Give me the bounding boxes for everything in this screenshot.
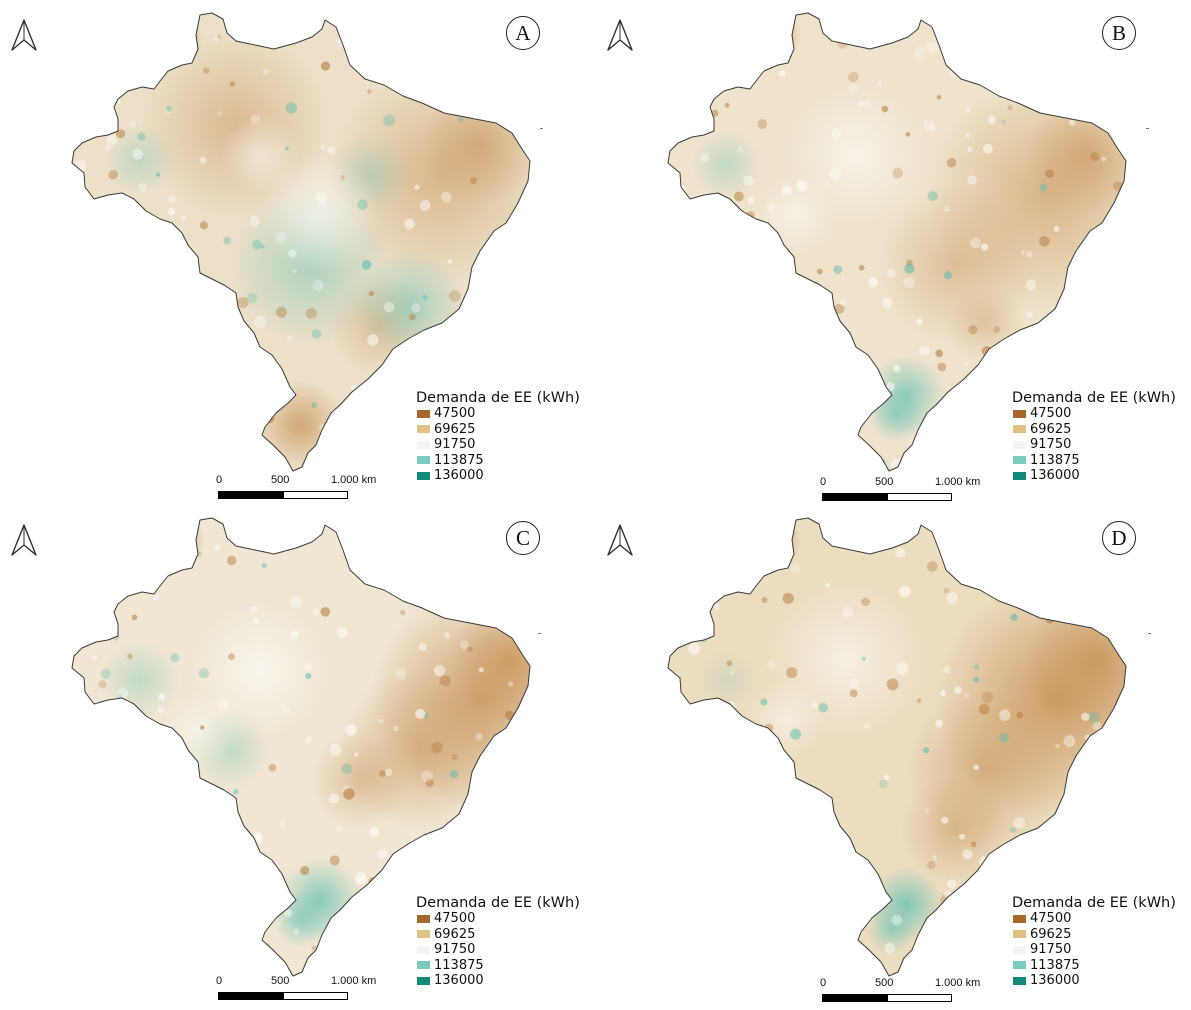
scale-segment-black [218, 992, 283, 1000]
map-edge-mark [1148, 633, 1151, 634]
scale-label-1000: 1.000 km [935, 977, 981, 989]
north-arrow-icon [607, 524, 633, 556]
panel-label: A [506, 16, 540, 50]
scale-label-500: 500 [875, 977, 894, 989]
legend-entry: 69625 [416, 927, 580, 943]
legend-entry: 113875 [416, 453, 580, 469]
north-arrow-icon [11, 524, 37, 556]
legend-entry: 136000 [1012, 468, 1176, 484]
legend-swatch [417, 976, 430, 985]
legend-swatch [417, 471, 430, 480]
legend-entry: 91750 [416, 942, 580, 958]
scale-label-500: 500 [875, 476, 894, 488]
map-panel-a: A Demanda de EE (kWh) 47500 69625 91750 … [0, 0, 595, 505]
map-edge-mark [538, 633, 541, 634]
panel-label: C [506, 521, 540, 555]
scale-segment-white [283, 491, 348, 499]
map-panel-d: D Demanda de EE (kWh) 47500 69625 91750 … [596, 505, 1191, 1010]
legend-swatch [1013, 945, 1026, 954]
legend-swatch [417, 945, 430, 954]
scale-label-1000: 1.000 km [331, 975, 377, 987]
legend-swatch [1013, 425, 1026, 434]
north-arrow-icon [607, 19, 633, 51]
scale-segment-black [822, 493, 887, 501]
brazil-map [71, 12, 531, 472]
brazil-map [71, 517, 531, 977]
legend-title: Demanda de EE (kWh) [416, 390, 580, 406]
scale-bar: 0 500 1.000 km [214, 975, 414, 1005]
panel-label: D [1102, 521, 1136, 555]
panel-label: B [1102, 16, 1136, 50]
legend-swatch [417, 456, 430, 465]
legend-entry: 113875 [416, 958, 580, 974]
brazil-map [667, 12, 1127, 472]
legend-swatch [1013, 930, 1026, 939]
legend-entry: 69625 [416, 422, 580, 438]
scale-segment-black [218, 491, 283, 499]
legend-swatch [417, 409, 430, 418]
legend-entry: 69625 [1012, 422, 1176, 438]
legend-entry: 91750 [1012, 942, 1176, 958]
map-panel-c: C Demanda de EE (kWh) 47500 69625 91750 … [0, 505, 595, 1010]
legend-swatch [417, 961, 430, 970]
legend-swatch [1013, 440, 1026, 449]
legend: Demanda de EE (kWh) 47500 69625 91750 11… [1012, 390, 1176, 484]
legend-entry: 136000 [416, 973, 580, 989]
legend: Demanda de EE (kWh) 47500 69625 91750 11… [1012, 895, 1176, 989]
legend-swatch [1013, 976, 1026, 985]
north-arrow-icon [11, 19, 37, 51]
scale-label-1000: 1.000 km [935, 476, 981, 488]
map-edge-mark [1146, 128, 1149, 129]
legend-swatch [417, 914, 430, 923]
scale-bar: 0 500 1.000 km [818, 476, 1018, 506]
legend-swatch [1013, 961, 1026, 970]
scale-label-1000: 1.000 km [331, 474, 377, 486]
legend-entry: 47500 [416, 406, 580, 422]
legend-title: Demanda de EE (kWh) [1012, 390, 1176, 406]
scale-bar: 0 500 1.000 km [214, 474, 414, 504]
legend-swatch [417, 930, 430, 939]
legend-swatch [1013, 456, 1026, 465]
legend-entry: 136000 [1012, 973, 1176, 989]
scale-bar: 0 500 1.000 km [818, 977, 1018, 1007]
legend-swatch [1013, 471, 1026, 480]
scale-segment-white [887, 994, 952, 1002]
legend-entry: 91750 [416, 437, 580, 453]
map-panel-b: B Demanda de EE (kWh) 47500 69625 91750 … [596, 0, 1191, 505]
scale-segment-white [283, 992, 348, 1000]
legend-entry: 113875 [1012, 958, 1176, 974]
legend-swatch [1013, 409, 1026, 418]
legend-swatch [417, 440, 430, 449]
scale-label-0: 0 [216, 975, 223, 987]
legend-swatch [417, 425, 430, 434]
legend-title: Demanda de EE (kWh) [1012, 895, 1176, 911]
legend-entry: 136000 [416, 468, 580, 484]
legend-entry: 113875 [1012, 453, 1176, 469]
scale-label-0: 0 [820, 977, 827, 989]
scale-label-500: 500 [271, 474, 290, 486]
scale-segment-black [822, 994, 887, 1002]
legend-entry: 91750 [1012, 437, 1176, 453]
legend-entry: 47500 [416, 911, 580, 927]
map-edge-mark [540, 128, 543, 129]
legend-entry: 47500 [1012, 911, 1176, 927]
scale-label-0: 0 [216, 474, 223, 486]
scale-segment-white [887, 493, 952, 501]
brazil-map [667, 517, 1127, 977]
legend: Demanda de EE (kWh) 47500 69625 91750 11… [416, 390, 580, 484]
legend-title: Demanda de EE (kWh) [416, 895, 580, 911]
legend-entry: 47500 [1012, 406, 1176, 422]
scale-label-500: 500 [271, 975, 290, 987]
legend-swatch [1013, 914, 1026, 923]
legend-entry: 69625 [1012, 927, 1176, 943]
scale-label-0: 0 [820, 476, 827, 488]
legend: Demanda de EE (kWh) 47500 69625 91750 11… [416, 895, 580, 989]
